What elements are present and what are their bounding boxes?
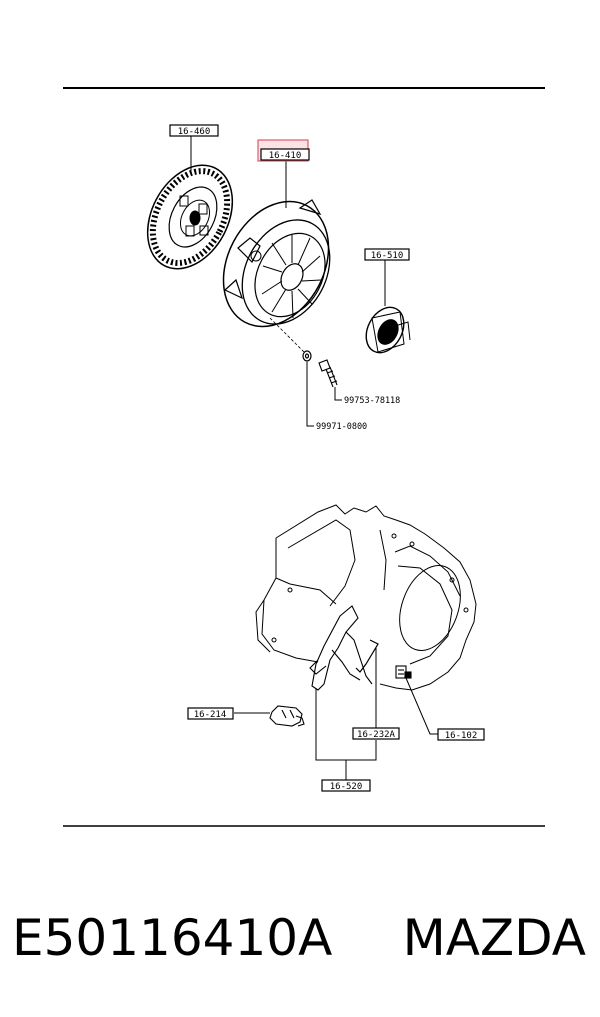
release-bearing-drawing	[365, 306, 411, 354]
release-fork-leader	[315, 688, 377, 761]
bolt-leader	[334, 387, 342, 401]
part-caption: E50116410A MAZDA	[0, 898, 600, 978]
brand-name: MAZDA	[402, 909, 586, 967]
clutch-cover-drawing	[222, 199, 331, 328]
spring-clip-label-box	[352, 727, 400, 740]
clutch-cover-label-box	[260, 148, 310, 161]
bushing-leader	[405, 677, 438, 735]
washer-leader	[306, 362, 314, 427]
pilot-sensor-drawing	[269, 705, 305, 727]
bolt-drawing	[318, 359, 338, 388]
bushing-drawing	[395, 665, 412, 679]
clutch-cover-label: 16-410	[269, 151, 302, 161]
transmission-housing-drawing	[255, 504, 477, 691]
clutch-disc-label: 16-460	[178, 127, 211, 137]
washer-label: 99971-0800	[316, 422, 367, 432]
part-number: E50116410A	[12, 909, 333, 967]
clutch-disc-label-box	[169, 124, 219, 137]
bolt-dash-guide	[269, 317, 305, 353]
release-fork-label: 16-520	[330, 782, 363, 792]
bushing-label: 16-102	[445, 731, 478, 741]
washer-drawing	[302, 350, 312, 362]
bolt-label: 99753-78118	[344, 396, 400, 406]
pilot-sensor-label-box	[187, 707, 234, 720]
spring-clip-label: 16-232A	[357, 730, 396, 740]
release-bearing-label: 16-510	[371, 251, 404, 261]
release-fork-label-box	[321, 779, 371, 792]
release-bearing-label-box	[364, 248, 410, 261]
clutch-disc-drawing	[146, 164, 234, 270]
release-fork-drawing	[309, 605, 373, 691]
pilot-sensor-label: 16-214	[194, 710, 227, 720]
bushing-label-box	[437, 728, 485, 741]
spring-clip-drawing	[355, 639, 379, 673]
